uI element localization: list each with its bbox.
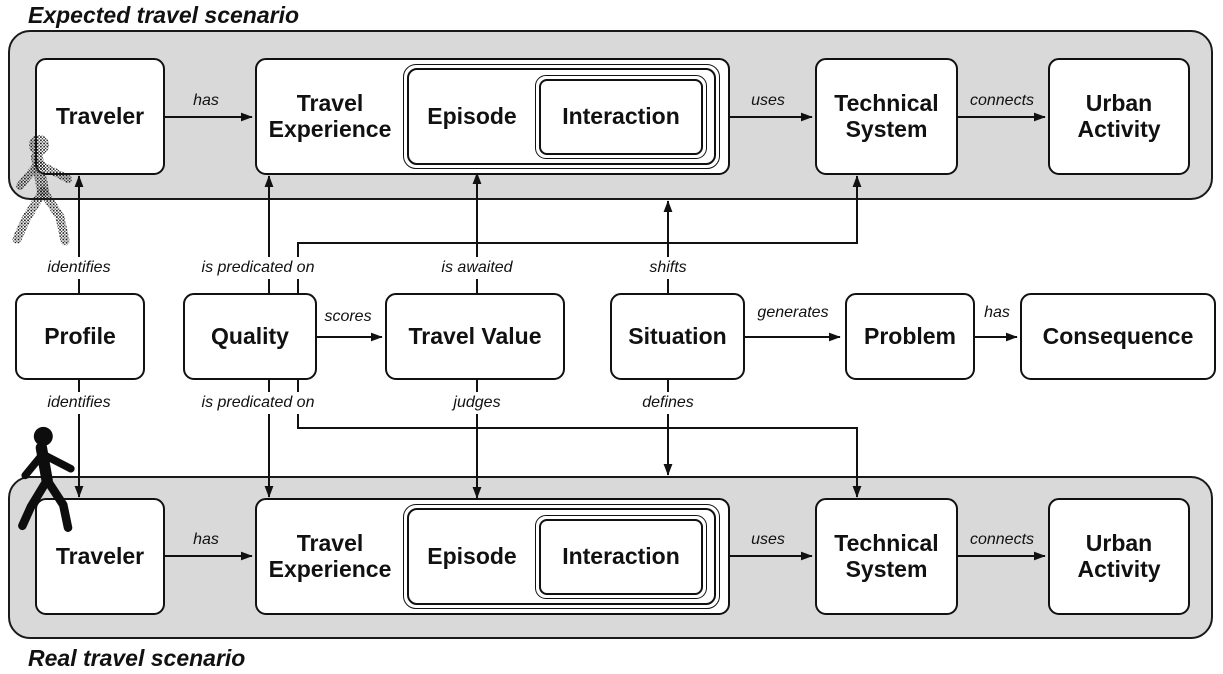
box-problem: Problem <box>845 293 975 380</box>
edge-label-generates: generates <box>757 304 829 321</box>
box-label: Travel Value <box>408 322 542 349</box>
box-traveler-real: Traveler <box>35 498 165 615</box>
expected-traveler-figure-icon <box>12 135 72 246</box>
box-technical-system-real: Technical System <box>815 498 958 615</box>
box-urban-activity-expected: Urban Activity <box>1048 58 1190 175</box>
edge-label-scores: scores <box>324 308 372 325</box>
box-label: Episode <box>427 102 517 129</box>
episode-stack-real: Episode Interaction <box>403 504 720 609</box>
box-situation: Situation <box>610 293 745 380</box>
box-label: Technical System <box>834 529 939 582</box>
box-interaction-real: Interaction <box>539 518 703 595</box>
interaction-stack-expected: Interaction <box>535 74 707 159</box>
edge-label-has-consequence: has <box>984 304 1010 321</box>
box-label: Episode <box>427 542 517 569</box>
box-label: Situation <box>628 322 727 349</box>
edge-label-identifies-top: identifies <box>42 257 116 279</box>
box-label: Problem <box>863 322 957 349</box>
box-label: Traveler <box>55 102 145 129</box>
box-episode-expected: Episode Interaction <box>407 68 716 165</box>
box-label: Traveler <box>55 542 145 569</box>
edge-label-is-predicated-on-bottom: is predicated on <box>196 392 320 414</box>
episode-stack-expected: Episode Interaction <box>403 64 720 169</box>
edge-label-shifts: shifts <box>644 257 692 279</box>
box-label: Consequence <box>1042 322 1194 349</box>
box-travel-value: Travel Value <box>385 293 565 380</box>
edge-label-identifies-bottom: identifies <box>42 392 116 414</box>
real-scenario-title: Real travel scenario <box>28 645 246 671</box>
box-episode-real: Episode Interaction <box>407 508 716 605</box>
box-urban-activity-real: Urban Activity <box>1048 498 1190 615</box>
box-technical-system-expected: Technical System <box>815 58 958 175</box>
edge-label-uses-real: uses <box>751 531 785 548</box>
edge-label-is-predicated-on-top: is predicated on <box>196 257 320 279</box>
box-label: Quality <box>211 322 289 349</box>
edge-label-is-awaited: is awaited <box>436 257 518 279</box>
edge-label-judges: judges <box>448 392 506 414</box>
edge-label-defines: defines <box>637 392 699 414</box>
real-traveler-figure-icon <box>18 426 75 532</box>
box-label: Urban Activity <box>1077 89 1161 142</box>
edge-label-has-real: has <box>193 531 219 548</box>
box-label: Interaction <box>562 542 680 569</box>
edge-label-connects-expected: connects <box>969 92 1035 109</box>
box-label: Urban Activity <box>1077 529 1161 582</box>
box-travel-experience-expected: Travel Experience Episode Interaction <box>255 58 730 175</box>
box-label: Travel Experience <box>268 89 392 142</box>
box-label: Interaction <box>562 102 680 129</box>
box-label: Technical System <box>834 89 939 142</box>
edge-label-connects-real: connects <box>969 531 1035 548</box>
expected-scenario-title: Expected travel scenario <box>28 2 300 28</box>
interaction-stack-real: Interaction <box>535 514 707 599</box>
box-quality: Quality <box>183 293 317 380</box>
box-interaction-expected: Interaction <box>539 78 703 155</box>
edge-label-uses-expected: uses <box>751 92 785 109</box>
box-travel-experience-real: Travel Experience Episode Interaction <box>255 498 730 615</box>
box-label: Profile <box>44 322 116 349</box>
box-consequence: Consequence <box>1020 293 1216 380</box>
box-profile: Profile <box>15 293 145 380</box>
box-label: Travel Experience <box>268 529 392 582</box>
edge-label-has-expected: has <box>193 92 219 109</box>
box-traveler-expected: Traveler <box>35 58 165 175</box>
